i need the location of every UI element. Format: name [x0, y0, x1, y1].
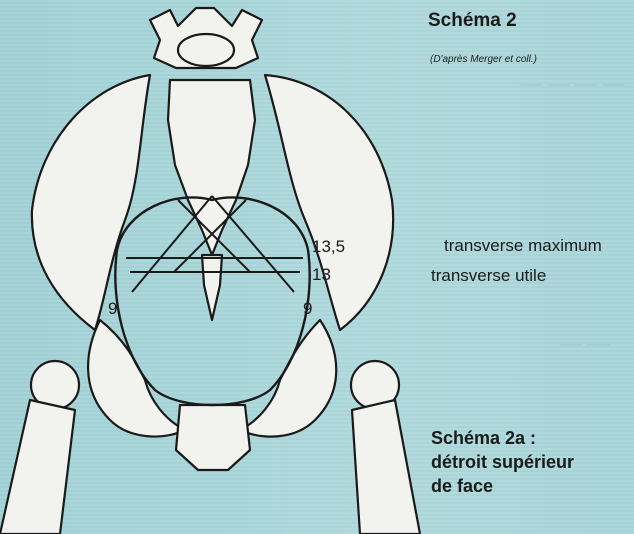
oblique-right-value: 9	[303, 299, 312, 318]
sacrum	[168, 80, 255, 255]
right-iliac-wing	[265, 75, 393, 330]
oblique-left-value: 9	[108, 299, 117, 318]
legend-transverse-maximum: transverse maximum	[444, 236, 602, 256]
left-femur	[0, 400, 75, 534]
left-ischium	[88, 320, 185, 437]
caption-line-3: de face	[431, 474, 574, 498]
source-credit: (D'après Merger et coll.)	[430, 54, 537, 65]
caption-line-2: détroit supérieur	[431, 450, 574, 474]
oblique-diameter-right-line	[212, 196, 294, 292]
caption-line-1: Schéma 2a :	[431, 426, 574, 450]
right-femur	[352, 400, 420, 534]
right-ischium	[240, 320, 336, 437]
schema-caption: Schéma 2a : détroit supérieur de face	[431, 426, 574, 498]
transverse-utile-value: 13	[312, 265, 331, 284]
coccyx	[202, 255, 222, 320]
legend-transverse-utile: transverse utile	[431, 266, 546, 286]
vertebral-foramen	[178, 34, 234, 66]
pubic-symphysis	[176, 405, 250, 470]
transverse-maximum-value: 13,5	[312, 237, 345, 256]
schema-title: Schéma 2	[428, 10, 517, 32]
